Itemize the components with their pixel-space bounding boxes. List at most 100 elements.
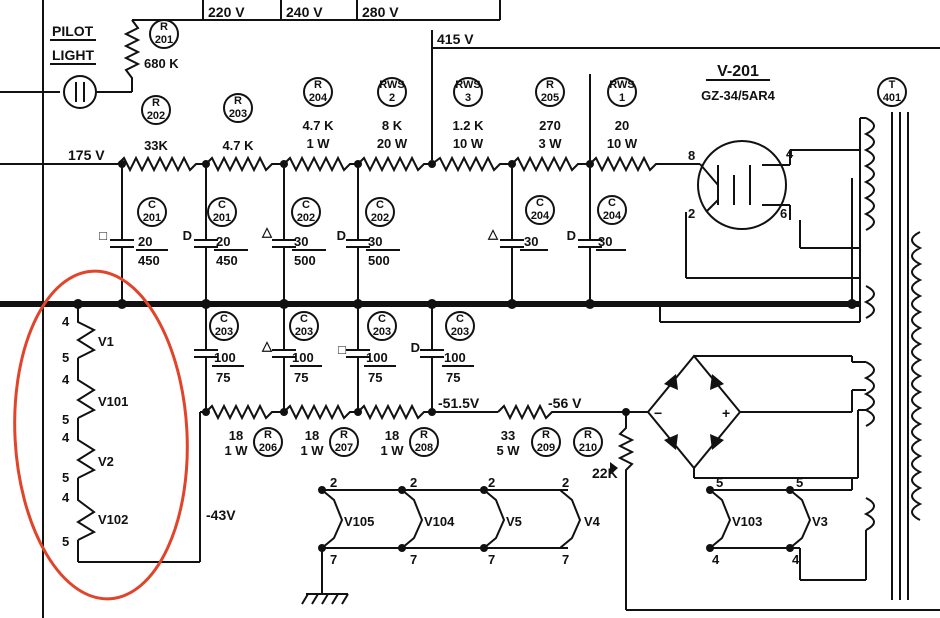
svg-text:203: 203 bbox=[295, 326, 313, 338]
negative-rail: -51.5V -56 V -43V 22K bbox=[199, 395, 940, 611]
svg-text:7: 7 bbox=[410, 552, 417, 567]
resistor-labels-top: R 202 33K R 203 4.7 K R 204 4.7 K 1 W RW… bbox=[141, 77, 638, 153]
r206-label: 18 1 W R 206 bbox=[224, 427, 283, 458]
svg-text:30: 30 bbox=[294, 234, 308, 249]
resistor-rws2 bbox=[357, 155, 432, 173]
cap-c203-d: C 203 D 100 75 bbox=[411, 304, 475, 412]
svg-text:210: 210 bbox=[579, 442, 597, 454]
cap-c203-b: C 203 △ 100 75 bbox=[261, 304, 322, 412]
node-175v: 175 V bbox=[68, 147, 105, 163]
heater-v5: 2 7 V5 bbox=[483, 475, 522, 567]
svg-text:2: 2 bbox=[562, 475, 569, 490]
svg-text:209: 209 bbox=[537, 442, 555, 454]
svg-text:2: 2 bbox=[410, 475, 417, 490]
winding-hv bbox=[863, 117, 875, 231]
svg-text:20: 20 bbox=[615, 118, 629, 133]
caps-top: C 201 □ 20 450 C 201 D 20 450 C 202 △ 30 bbox=[99, 164, 627, 304]
svg-text:5: 5 bbox=[62, 412, 69, 427]
winding-fil-2 bbox=[863, 497, 875, 531]
resistor-r209 bbox=[497, 403, 626, 421]
svg-text:30: 30 bbox=[524, 234, 538, 249]
rws3-label: RWS 3 1.2 K 10 W bbox=[452, 77, 484, 151]
svg-text:1 W: 1 W bbox=[306, 136, 330, 151]
tube-type: GZ-34/5AR4 bbox=[701, 88, 775, 103]
r208-label: 18 1 W R 208 bbox=[380, 427, 439, 458]
heater-v1: 4 5 V1 bbox=[62, 312, 114, 365]
svg-text:4: 4 bbox=[62, 430, 70, 445]
svg-text:R: R bbox=[546, 79, 554, 91]
resistor-r203 bbox=[205, 155, 284, 173]
svg-text:203: 203 bbox=[451, 326, 469, 338]
svg-text:30: 30 bbox=[368, 234, 382, 249]
svg-text:208: 208 bbox=[415, 442, 433, 454]
tube-ref: V-201 bbox=[717, 63, 759, 80]
transformer: T 401 bbox=[859, 77, 923, 600]
svg-text:5: 5 bbox=[62, 470, 69, 485]
svg-text:△: △ bbox=[261, 338, 273, 353]
heater-chain: 4 5 V1 4 5 V101 4 5 V2 4 5 V102 bbox=[62, 304, 201, 563]
cap-c202-a: C 202 △ 30 500 bbox=[261, 164, 326, 304]
svg-text:RWS: RWS bbox=[609, 79, 634, 91]
svg-text:4: 4 bbox=[62, 490, 70, 505]
pot-value: 22K bbox=[592, 465, 618, 481]
pilot-light: PILOT LIGHT R 201 680 K bbox=[50, 19, 203, 109]
svg-text:C: C bbox=[378, 313, 386, 325]
svg-text:1: 1 bbox=[619, 92, 625, 104]
svg-text:RWS: RWS bbox=[455, 79, 480, 91]
resistor-r202 bbox=[117, 155, 206, 173]
svg-text:R: R bbox=[234, 95, 242, 107]
svg-text:4: 4 bbox=[712, 552, 720, 567]
svg-text:V104: V104 bbox=[424, 514, 455, 529]
svg-text:100: 100 bbox=[292, 350, 314, 365]
cap-c201-a: C 201 □ 20 450 bbox=[99, 164, 168, 304]
svg-text:C: C bbox=[302, 199, 310, 211]
svg-text:4: 4 bbox=[792, 552, 800, 567]
tube-pin-4: 4 bbox=[786, 146, 794, 161]
svg-text:100: 100 bbox=[444, 350, 466, 365]
svg-text:8 K: 8 K bbox=[382, 118, 403, 133]
tube-envelope bbox=[697, 140, 787, 230]
svg-text:20: 20 bbox=[216, 234, 230, 249]
svg-text:202: 202 bbox=[297, 212, 315, 224]
r203-label: R 203 4.7 K bbox=[222, 93, 254, 153]
rail-175v: 175 V bbox=[0, 74, 700, 173]
svg-text:204: 204 bbox=[531, 210, 550, 222]
svg-text:100: 100 bbox=[366, 350, 388, 365]
svg-text:C: C bbox=[376, 199, 384, 211]
svg-text:10 W: 10 W bbox=[607, 136, 638, 151]
pilot-label-1: PILOT bbox=[52, 23, 94, 39]
pot-r210 bbox=[617, 412, 635, 480]
svg-text:201: 201 bbox=[143, 212, 161, 224]
svg-text:1 W: 1 W bbox=[300, 443, 324, 458]
lamp-symbol bbox=[63, 75, 97, 109]
resistor-r206 bbox=[205, 403, 284, 421]
cap-c203-c: C 203 □ 100 75 bbox=[338, 304, 397, 412]
svg-text:7: 7 bbox=[330, 552, 337, 567]
svg-text:C: C bbox=[220, 313, 228, 325]
cap-c204-a: C 204 △ 30 bbox=[487, 164, 555, 304]
rectifier-tube: V-201 GZ-34/5AR4 8 4 2 6 bbox=[659, 63, 860, 323]
svg-text:□: □ bbox=[99, 228, 107, 243]
svg-text:△: △ bbox=[261, 224, 273, 239]
svg-text:V101: V101 bbox=[98, 394, 128, 409]
svg-text:4: 4 bbox=[62, 372, 70, 387]
resistor-r205 bbox=[511, 155, 590, 173]
svg-text:C: C bbox=[148, 199, 156, 211]
svg-text:201: 201 bbox=[155, 34, 173, 46]
svg-text:75: 75 bbox=[446, 370, 460, 385]
r202-label: R 202 33K bbox=[141, 95, 171, 153]
bridge-minus: − bbox=[654, 405, 662, 421]
svg-text:18: 18 bbox=[305, 428, 319, 443]
cap-c202-b: C 202 D 30 500 bbox=[337, 164, 400, 304]
svg-text:2: 2 bbox=[389, 92, 395, 104]
svg-text:V4: V4 bbox=[584, 514, 601, 529]
svg-text:3 W: 3 W bbox=[538, 136, 562, 151]
svg-text:D: D bbox=[337, 228, 346, 243]
svg-text:5: 5 bbox=[716, 475, 723, 490]
supply-taps: 220 V 240 V 280 V 415 V bbox=[208, 4, 474, 47]
cap-c204-b: C 204 D 30 bbox=[567, 164, 627, 304]
svg-text:5: 5 bbox=[62, 534, 69, 549]
svg-text:R: R bbox=[314, 79, 322, 91]
node-515: -51.5V bbox=[438, 395, 480, 411]
